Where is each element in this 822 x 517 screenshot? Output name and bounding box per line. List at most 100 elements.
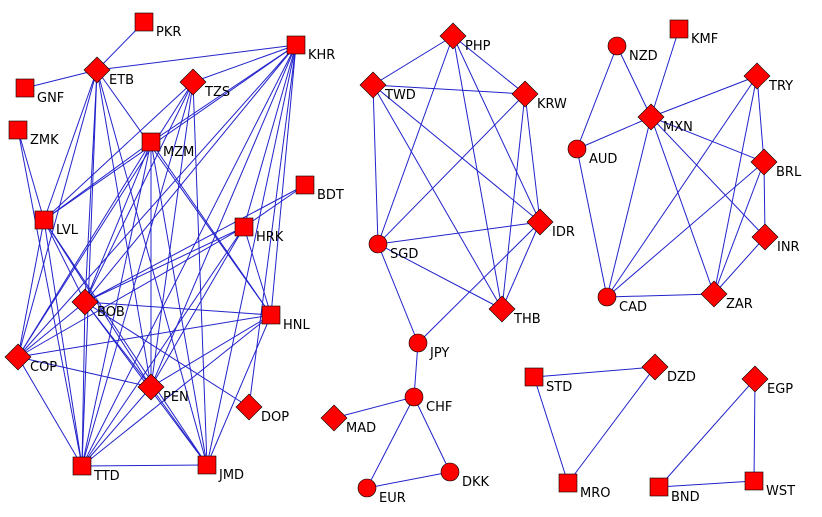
edge-khr-hnl [270,44,297,316]
node-pen: PEN [137,373,189,405]
circle-marker [404,387,424,407]
node-label: DKK [462,475,490,490]
node-label: AUD [589,152,617,167]
edge-khr-lvl [43,44,297,221]
node-mad: MAD [320,404,376,436]
edge-nzd-aud [576,45,618,150]
node-chf: CHF [404,387,452,415]
node-label: MXN [663,120,693,135]
node-thb: THB [488,295,541,327]
edge-bnd-wst [658,480,755,488]
edge-php-twd [372,35,454,86]
edge-sgd-jpy [377,243,419,344]
node-tzs: TZS [179,68,230,100]
node-label: EUR [379,491,406,506]
edge-idr-thb [501,221,541,310]
edge-lvl-ttd [43,219,83,467]
edge-nzd-mxn [616,45,652,118]
node-cad: CAD [597,287,647,315]
edge-layer [17,21,766,489]
node-dzd: DZD [641,353,696,385]
diamond-marker [439,22,467,50]
node-label: PEN [163,390,189,405]
edge-mxn-aud [576,116,652,150]
node-hnl: HNL [261,305,311,333]
node-label: PHP [465,39,491,54]
edge-khr-hrk [243,44,297,228]
edge-lvl-pen [43,219,152,388]
edge-cop-ttd [17,356,83,467]
circle-marker [357,478,377,498]
edge-bob-ttd [81,301,86,467]
edge-bdt-bob [84,184,306,303]
edge-khr-bob [84,44,297,303]
node-std: STD [524,367,572,395]
diamond-marker [511,80,539,108]
diamond-marker [700,280,728,308]
edge-lvl-bob [43,219,86,303]
node-label: BND [671,490,700,505]
edge-lvl-cop [17,219,45,358]
node-label: JMD [218,468,244,483]
node-bnd: BND [649,477,700,505]
edge-chf-eur [366,396,415,489]
edge-etb-lvl [43,69,98,221]
node-dop: DOP [235,393,289,425]
node-wst: WST [744,471,795,499]
edge-inr-zar [713,236,766,295]
edge-hrk-cop [17,226,245,358]
edge-etb-cop [17,69,98,358]
edge-aud-cad [576,148,608,298]
node-bdt: BDT [295,175,344,203]
node-label: STD [546,380,572,395]
square-marker [286,35,306,55]
edge-brl-cad [606,161,765,298]
edge-php-thb [452,35,503,310]
edge-idr-jpy [417,221,541,344]
node-label: TTD [93,469,120,484]
edge-php-sgd [377,35,454,245]
edge-hrk-hnl [243,226,272,316]
edge-khr-ttd [81,44,297,467]
node-aud: AUD [567,139,617,167]
node-label: IDR [552,225,575,240]
diamond-marker [488,295,516,323]
diamond-marker [751,223,779,251]
edge-try-mxn [650,75,758,118]
diamond-marker [320,404,348,432]
edge-dzd-mro [567,366,656,484]
edge-twd-sgd [372,84,379,245]
edge-brl-zar [713,161,765,295]
edge-mzm-jmd [150,141,208,466]
node-label: CAD [619,300,647,315]
node-label: LVL [56,223,79,238]
node-etb: ETB [83,56,134,88]
edge-tzs-pen [150,81,194,388]
edge-twd-idr [372,84,541,223]
circle-marker [607,36,627,56]
node-label: KMF [691,32,718,47]
edge-hrk-ttd [81,226,245,467]
node-label: DOP [261,410,289,425]
diamond-marker [637,103,665,131]
node-mxn: MXN [637,103,693,135]
node-label: ZMK [30,133,59,148]
edge-hrk-pen [150,226,245,388]
edge-tzs-khr [192,44,297,83]
node-jmd: JMD [197,455,244,483]
edge-lvl-jmd [43,219,208,466]
node-mzm: MZM [141,132,194,160]
node-label: PKR [156,25,181,40]
edge-bob-dop [84,301,250,408]
node-inr: INR [751,223,800,255]
node-idr: IDR [526,208,575,240]
node-ttd: TTD [72,456,120,484]
edge-kmf-mxn [650,28,680,118]
edge-hnl-cop [17,314,272,358]
node-label: INR [777,240,800,255]
edge-khr-pen [150,44,297,388]
node-brl: BRL [750,148,802,180]
edge-pen-jmd [150,386,208,466]
edge-mxn-brl [650,116,765,163]
edge-egp-bnd [658,378,756,488]
